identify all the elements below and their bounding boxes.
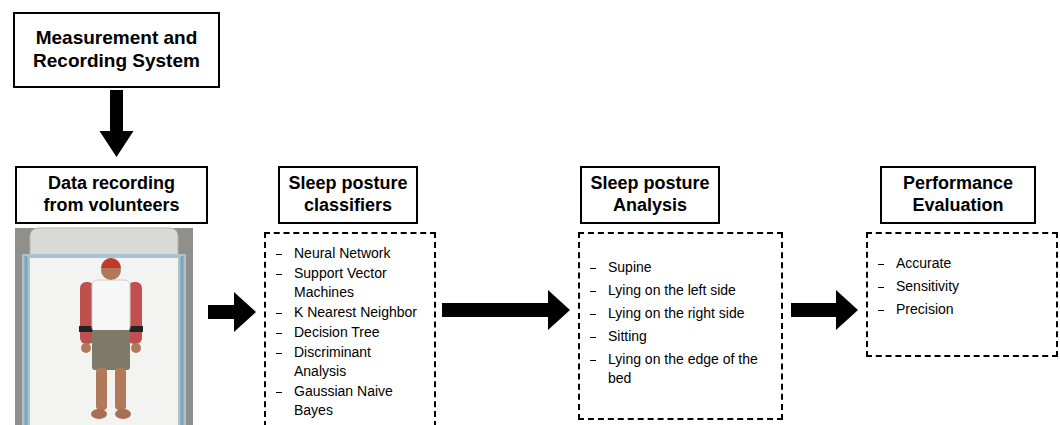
heading-text: Data recording from volunteers <box>31 173 192 216</box>
heading-box: Sleep posture Analysis <box>580 166 720 224</box>
dashed-list-box: Neural NetworkSupport Vector MachinesK N… <box>264 232 436 425</box>
list-item: Discriminant Analysis <box>276 343 426 381</box>
list-text: Lying on the left side <box>608 281 736 300</box>
dashed-list-box: SupineLying on the left sideLying on the… <box>578 232 783 420</box>
bullet-dash <box>276 313 282 314</box>
bullet-dash <box>276 254 282 255</box>
list-item: Supine <box>590 258 773 277</box>
heading-frame: Sleep posture Analysis <box>580 166 720 224</box>
list-item: Sitting <box>590 327 773 346</box>
block-arrow <box>791 290 858 330</box>
list-text: Sitting <box>608 327 647 346</box>
list-item: Lying on the left side <box>590 281 773 300</box>
list-text: Decision Tree <box>294 323 380 342</box>
heading-frame: Measurement and Recording System <box>13 12 220 88</box>
bullet-dash <box>276 353 282 354</box>
block-arrow <box>100 90 134 157</box>
list-item: Support Vector Machines <box>276 264 426 302</box>
heading-text: Measurement and Recording System <box>23 27 210 73</box>
list-text: Lying on the edge of the bed <box>608 350 773 388</box>
list-item: Gaussian Naive Bayes <box>276 382 426 420</box>
bed-rail <box>25 256 28 425</box>
heading-box: Measurement and Recording System <box>13 12 220 88</box>
list-item: Accurate <box>878 254 1048 273</box>
bed-sheet <box>30 258 178 425</box>
bullet-dash <box>590 360 596 361</box>
dashed-list-box: AccurateSensitivityPrecision <box>866 232 1058 357</box>
heading-text: Sleep posture Analysis <box>588 173 712 216</box>
bullet-dash <box>878 264 884 265</box>
heading-box: Sleep posture classifiers <box>278 166 418 224</box>
hand <box>131 343 141 353</box>
block-arrow <box>442 290 570 330</box>
list-item: Lying on the edge of the bed <box>590 350 773 388</box>
bullet-dash <box>590 314 596 315</box>
bullet-dash <box>878 287 884 288</box>
bullet-dash <box>590 268 596 269</box>
right-leg <box>115 368 126 410</box>
list-box: AccurateSensitivityPrecision <box>866 232 1058 357</box>
heading-frame: Sleep posture classifiers <box>278 166 418 224</box>
hand <box>81 343 91 353</box>
list-text: Gaussian Naive Bayes <box>294 382 426 420</box>
foot <box>91 409 107 419</box>
heading-text: Sleep posture classifiers <box>286 173 410 216</box>
list-text: Neural Network <box>294 244 390 263</box>
list-item: Decision Tree <box>276 323 426 342</box>
bullet-dash <box>590 337 596 338</box>
left-leg <box>96 368 107 410</box>
bullet-dash <box>276 392 282 393</box>
bed-rail <box>181 256 184 425</box>
list-text: Accurate <box>896 254 951 273</box>
list-item: K Nearest Neighbor <box>276 303 426 322</box>
shirt <box>92 280 130 332</box>
list-text: Discriminant Analysis <box>294 343 426 381</box>
list-text: Sensitivity <box>896 277 959 296</box>
photo-background <box>15 228 193 425</box>
heading-box: Data recording from volunteers <box>15 166 208 425</box>
heading-frame: Data recording from volunteers <box>15 166 208 224</box>
heading-box: Performance Evaluation <box>880 166 1036 224</box>
list-text: Support Vector Machines <box>294 264 426 302</box>
heading-text: Performance Evaluation <box>888 173 1028 216</box>
list-item: Precision <box>878 300 1048 319</box>
list-text: Supine <box>608 258 652 277</box>
list-item: Neural Network <box>276 244 426 263</box>
list-item: Sensitivity <box>878 277 1048 296</box>
bullet-dash <box>276 333 282 334</box>
foot <box>115 409 131 419</box>
heading-frame: Performance Evaluation <box>880 166 1036 224</box>
bullet-dash <box>878 310 884 311</box>
bed-frame <box>22 254 186 425</box>
shorts <box>92 330 130 370</box>
list-box: SupineLying on the left sideLying on the… <box>578 232 783 420</box>
list-box: Neural NetworkSupport Vector MachinesK N… <box>264 232 436 425</box>
cap <box>101 258 121 268</box>
list-item: Lying on the right side <box>590 304 773 323</box>
list-text: Precision <box>896 300 954 319</box>
list-text: K Nearest Neighbor <box>294 303 417 322</box>
bullet-dash <box>590 291 596 292</box>
block-arrow <box>208 292 256 332</box>
bullet-dash <box>276 274 282 275</box>
list-text: Lying on the right side <box>608 304 744 323</box>
